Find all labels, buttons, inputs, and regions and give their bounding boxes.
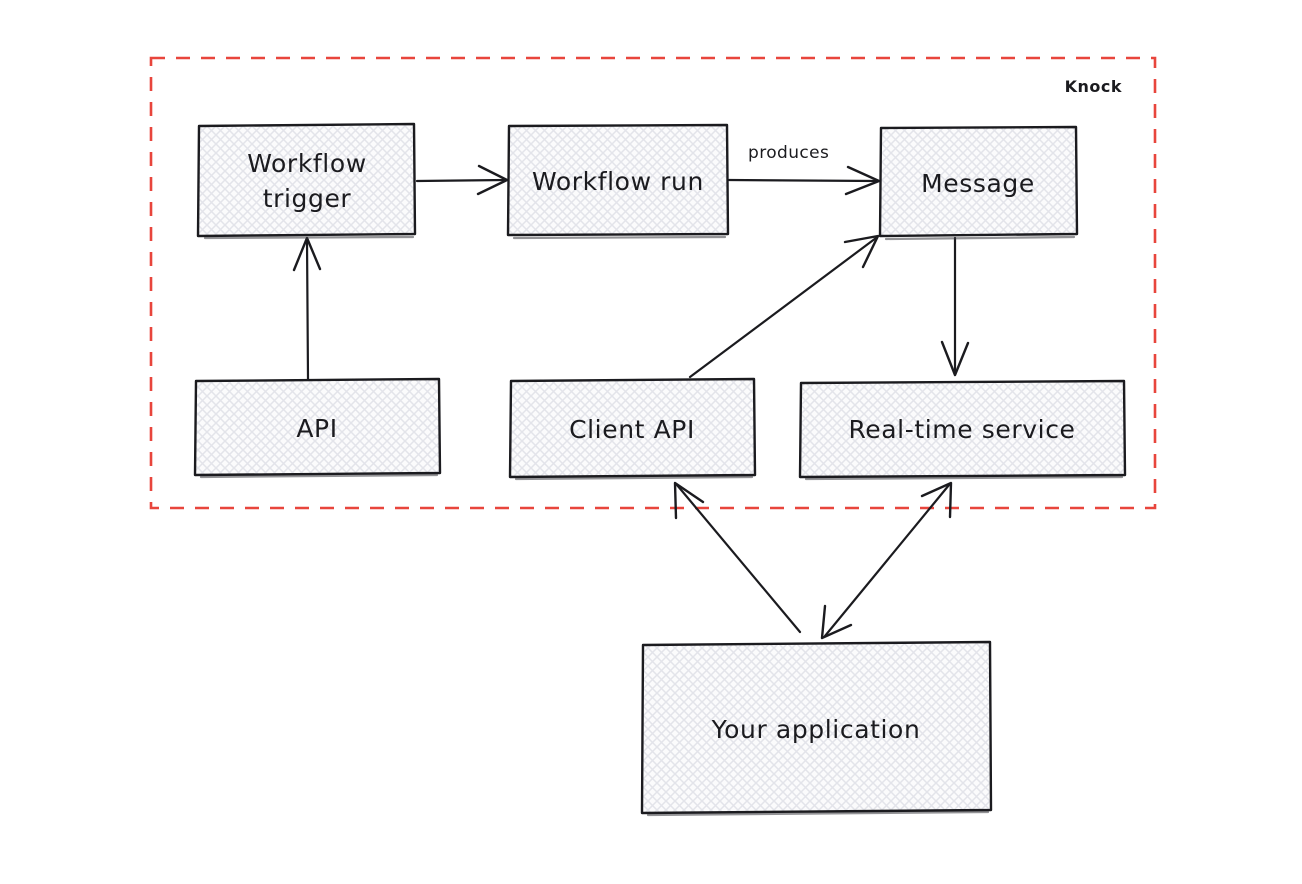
- node-workflow-run[interactable]: Workflow run: [506, 123, 730, 240]
- edge-label-produces: produces: [748, 143, 829, 163]
- node-workflow-trigger[interactable]: Workflow trigger: [196, 122, 417, 240]
- edge-trigger-to-run: [415, 164, 509, 196]
- node-message[interactable]: Message: [878, 125, 1079, 241]
- node-realtime-service[interactable]: Real-time service: [798, 379, 1127, 481]
- node-client-api[interactable]: Client API: [508, 377, 757, 481]
- node-label-workflow-trigger-line2: trigger: [263, 184, 352, 213]
- node-label-realtime-service: Real-time service: [848, 415, 1075, 444]
- node-label-your-application: Your application: [711, 715, 921, 744]
- edge-clientapi-to-message: [688, 234, 880, 379]
- boundary-label-knock: Knock: [1065, 77, 1122, 96]
- node-label-api: API: [296, 414, 337, 443]
- edge-app-to-clientapi: [673, 481, 802, 634]
- edge-api-to-trigger: [292, 236, 322, 381]
- node-api[interactable]: API: [193, 377, 442, 479]
- knock-boundary: Knock: [149, 56, 1157, 510]
- node-label-client-api: Client API: [569, 415, 695, 444]
- node-your-application[interactable]: Your application: [640, 640, 993, 817]
- node-label-message: Message: [921, 169, 1035, 198]
- edge-message-to-realtime: [940, 236, 970, 377]
- node-label-workflow-trigger-line1: Workflow: [247, 149, 367, 178]
- edge-run-to-message: produces: [727, 143, 881, 196]
- node-label-workflow-run: Workflow run: [532, 167, 704, 196]
- edge-app-realtime-duplex: [820, 481, 953, 640]
